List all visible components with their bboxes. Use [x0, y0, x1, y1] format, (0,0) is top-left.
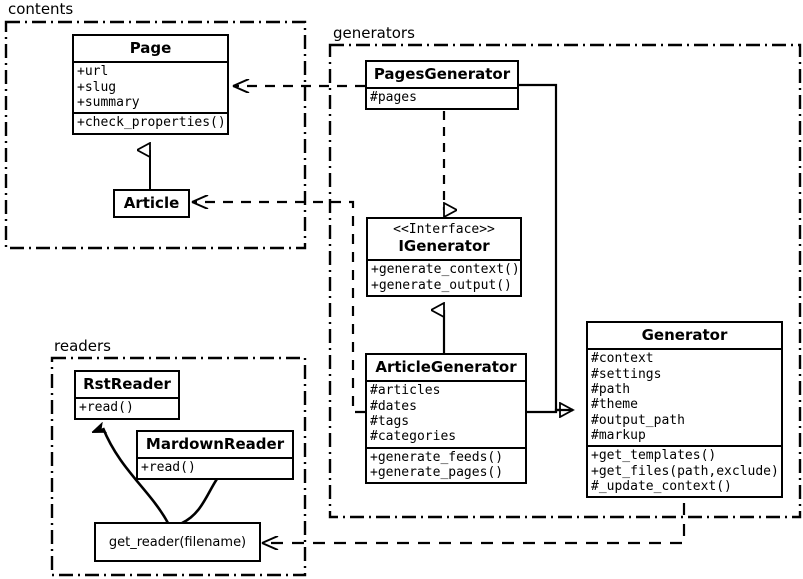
function-label-get-reader: get_reader(filename): [108, 534, 247, 550]
attribute-articles: #articles: [370, 383, 441, 399]
class-methods-articlegenerator: +generate_feeds() +generate_pages(): [367, 446, 525, 483]
class-box-pagesgenerator[interactable]: PagesGenerator #pages: [365, 60, 519, 110]
class-box-articlegenerator[interactable]: ArticleGenerator #articles #dates #tags …: [365, 353, 527, 485]
class-methods-generator: +get_templates() +get_files(path,exclude…: [588, 445, 781, 496]
relation-pagesgenerator-to-generator: [519, 83, 573, 410]
class-box-generator[interactable]: Generator #context #settings #path #them…: [586, 321, 783, 499]
class-attributes-pagesgenerator: #pages: [367, 87, 517, 107]
class-box-article[interactable]: Article: [113, 189, 190, 219]
method-generate-feeds: +generate_feeds(): [370, 449, 504, 465]
class-attributes-page: +url +slug +summary: [74, 61, 227, 112]
method-generate-output: +generate_output(): [371, 277, 512, 293]
relation-generator-depends-getreader: [262, 503, 686, 543]
attribute-pages: #pages: [370, 90, 417, 106]
relation-articlegenerator-depends-article: [192, 202, 365, 414]
class-name-mardownreader: MardownReader: [145, 435, 285, 453]
attribute-path: #path: [591, 381, 631, 397]
method-generate-context: +generate_context(): [371, 262, 520, 278]
attribute-summary: +summary: [77, 94, 140, 110]
method-get-templates: +get_templates(): [591, 448, 717, 464]
package-label-generators: generators: [331, 24, 417, 42]
attribute-dates: #dates: [370, 398, 417, 414]
attribute-markup: #markup: [591, 427, 646, 443]
attribute-context: #context: [591, 351, 654, 367]
attribute-tags: #tags: [370, 413, 410, 429]
package-label-contents: contents: [6, 0, 76, 18]
package-label-readers: readers: [52, 337, 113, 355]
class-box-page[interactable]: Page +url +slug +summary +check_properti…: [72, 34, 229, 135]
class-methods-rstreader: +read(): [76, 397, 178, 417]
class-stereotype-igenerator: <<Interface>>: [393, 222, 495, 237]
class-name-page: Page: [129, 39, 172, 57]
class-name-article: Article: [123, 194, 180, 212]
class-methods-page: +check_properties(): [74, 112, 227, 132]
class-methods-igenerator: +generate_context() +generate_output(): [368, 259, 520, 295]
method-generate-pages: +generate_pages(): [370, 464, 504, 480]
class-box-rstreader[interactable]: RstReader +read(): [74, 370, 180, 420]
class-name-pagesgenerator: PagesGenerator: [373, 65, 511, 83]
relation-articlegenerator-to-generator: [527, 408, 573, 414]
class-box-mardownreader[interactable]: MardownReader +read(): [136, 430, 294, 480]
attribute-settings: #settings: [591, 366, 662, 382]
class-name-generator: Generator: [641, 326, 728, 344]
class-name-articlegenerator: ArticleGenerator: [375, 358, 517, 376]
attribute-url: +url: [77, 64, 109, 80]
class-name-rstreader: RstReader: [83, 375, 171, 393]
class-attributes-generator: #context #settings #path #theme #output_…: [588, 348, 781, 445]
function-box-get-reader[interactable]: get_reader(filename): [94, 522, 261, 562]
attribute-theme: #theme: [591, 397, 638, 413]
class-attributes-articlegenerator: #articles #dates #tags #categories: [367, 380, 525, 446]
class-name-igenerator: IGenerator: [398, 236, 490, 255]
method-read-rst: +read(): [79, 400, 134, 416]
class-box-igenerator[interactable]: <<Interface>> IGenerator +generate_conte…: [366, 217, 522, 297]
method-update-context: #_update_context(): [591, 478, 732, 494]
attribute-slug: +slug: [77, 79, 117, 95]
method-check-properties: +check_properties(): [77, 115, 226, 131]
class-methods-mardownreader: +read(): [138, 457, 292, 477]
method-get-files: +get_files(path,exclude): [591, 463, 779, 479]
attribute-output-path: #output_path: [591, 412, 685, 428]
attribute-categories: #categories: [370, 429, 457, 445]
class-name-igenerator-block: <<Interface>> IGenerator: [368, 219, 520, 259]
method-read-markdown: +read(): [141, 460, 196, 476]
